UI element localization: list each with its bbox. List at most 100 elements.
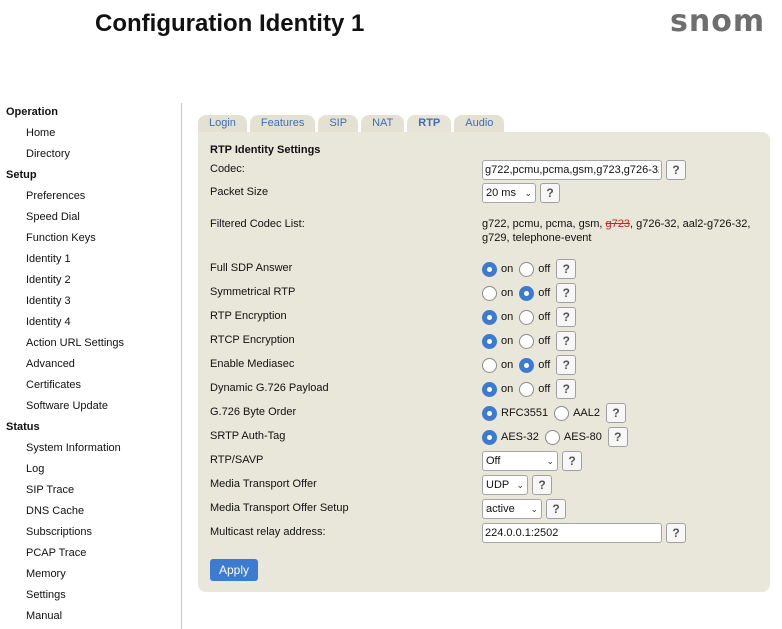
enable-mediasec-radio-2[interactable]: [519, 357, 535, 373]
tab-rtp[interactable]: RTP: [407, 115, 452, 132]
dynamic-g-726-payload-radio-1[interactable]: [482, 381, 497, 397]
packet-size-value: 20 ms: [486, 187, 516, 199]
symmetrical-rtp-radio-2[interactable]: [519, 285, 535, 301]
sidebar-item-action-url-settings[interactable]: Action URL Settings: [26, 337, 125, 349]
symmetrical-rtp-help-button[interactable]: ?: [556, 283, 577, 303]
panel-heading: RTP Identity Settings: [210, 144, 321, 156]
enable-mediasec-radio-1[interactable]: [482, 357, 497, 373]
rtp-savp-value: Off: [486, 455, 501, 467]
sidebar-item-manual[interactable]: Manual: [26, 610, 63, 622]
tab-login[interactable]: Login: [198, 115, 247, 132]
dynamic-g-726-payload-radio-2[interactable]: [519, 381, 535, 397]
tab-features[interactable]: Features: [249, 115, 316, 132]
sidebar-item-software-update[interactable]: Software Update: [26, 400, 108, 412]
rtp-settings-panel: RTP Identity Settings Codec: ? Packet Si…: [198, 132, 770, 592]
packet-size-help-button[interactable]: ?: [540, 183, 560, 203]
rtp-encryption-label: RTP Encryption: [210, 310, 287, 322]
rtp-savp-help-button[interactable]: ?: [562, 451, 582, 471]
media-transport-offer-setup-label: Media Transport Offer Setup: [210, 502, 349, 514]
multicast-label: Multicast relay address:: [210, 526, 326, 538]
sidebar-item-subscriptions[interactable]: Subscriptions: [26, 526, 93, 538]
g-726-byte-order-radio-1[interactable]: [482, 405, 497, 421]
sidebar-item-pcap-trace[interactable]: PCAP Trace: [26, 547, 87, 559]
chevron-down-icon: ⌄: [516, 479, 524, 490]
rtcp-encryption-row: RTCP Encryption on off?: [198, 330, 770, 352]
media-transport-offer-select[interactable]: UDP⌄: [482, 475, 528, 495]
sidebar-item-system-information[interactable]: System Information: [26, 442, 121, 454]
sidebar-item-identity-3[interactable]: Identity 3: [26, 295, 71, 307]
rtp-encryption-option-2-label: off: [538, 311, 551, 323]
filtered-codec-list: g722, pcmu, pcma, gsm, g723, g726-32, aa…: [482, 217, 762, 245]
full-sdp-answer-radio-2[interactable]: [519, 261, 535, 277]
filtered-codec-prefix: g722, pcmu, pcma, gsm,: [482, 218, 606, 230]
g-726-byte-order-option-2-label: AAL2: [573, 407, 600, 419]
media-transport-offer-setup-help-button[interactable]: ?: [546, 499, 566, 519]
rtcp-encryption-option-1-label: on: [501, 335, 514, 347]
sidebar-section-status: Status: [6, 421, 40, 433]
snom-logo: snom: [670, 4, 766, 39]
symmetrical-rtp-option-1-label: on: [501, 287, 514, 299]
sidebar-item-certificates[interactable]: Certificates: [26, 379, 82, 391]
media-transport-offer-setup-value: active: [486, 503, 515, 515]
sidebar-item-settings[interactable]: Settings: [26, 589, 66, 601]
sidebar-item-directory[interactable]: Directory: [26, 148, 71, 160]
packet-size-select[interactable]: 20 ms⌄: [482, 183, 536, 203]
tab-bar: Login Features SIP NAT RTP Audio: [198, 115, 507, 132]
symmetrical-rtp-radio-1[interactable]: [482, 285, 497, 301]
codec-label: Codec:: [210, 163, 245, 175]
sidebar-item-sip-trace[interactable]: SIP Trace: [26, 484, 75, 496]
rtp-encryption-radio-2[interactable]: [519, 309, 535, 325]
rtcp-encryption-radio-1[interactable]: [482, 333, 497, 349]
rtp-savp-label: RTP/SAVP: [210, 454, 264, 466]
sidebar-item-advanced[interactable]: Advanced: [26, 358, 75, 370]
full-sdp-answer-help-button[interactable]: ?: [556, 259, 577, 279]
tab-sip[interactable]: SIP: [318, 115, 359, 132]
sidebar-item-dns-cache[interactable]: DNS Cache: [26, 505, 85, 517]
sidebar-item-identity-1[interactable]: Identity 1: [26, 253, 71, 265]
g-726-byte-order-help-button[interactable]: ?: [606, 403, 626, 423]
dynamic-g-726-payload-help-button[interactable]: ?: [556, 379, 577, 399]
srtp-auth-tag-help-button[interactable]: ?: [607, 427, 628, 447]
sidebar-item-log[interactable]: Log: [26, 463, 45, 475]
codec-help-button[interactable]: ?: [666, 160, 686, 180]
sidebar-item-memory[interactable]: Memory: [26, 568, 66, 580]
sidebar-item-identity-2[interactable]: Identity 2: [26, 274, 71, 286]
sidebar-item-preferences[interactable]: Preferences: [26, 190, 86, 202]
sidebar-item-speed-dial[interactable]: Speed Dial: [26, 211, 80, 223]
rtp-savp-select[interactable]: Off⌄: [482, 451, 558, 471]
srtp-auth-tag-radio-2[interactable]: [544, 429, 560, 445]
media-transport-offer-help-button[interactable]: ?: [532, 475, 552, 495]
packet-size-row: Packet Size 20 ms⌄ ?: [198, 182, 770, 204]
multicast-row: Multicast relay address: ?: [198, 522, 770, 544]
multicast-input[interactable]: [482, 523, 662, 543]
rtp-encryption-help-button[interactable]: ?: [556, 307, 577, 327]
dynamic-g-726-payload-option-1-label: on: [501, 383, 514, 395]
rtcp-encryption-radio-2[interactable]: [519, 333, 535, 349]
full-sdp-answer-option-1-label: on: [501, 263, 514, 275]
sidebar-item-home[interactable]: Home: [26, 127, 56, 139]
multicast-help-button[interactable]: ?: [666, 523, 686, 543]
g-726-byte-order-radio-2[interactable]: [554, 405, 570, 421]
media-transport-offer-label: Media Transport Offer: [210, 478, 317, 490]
rtcp-encryption-option-2-label: off: [538, 335, 551, 347]
srtp-auth-tag-radio-1[interactable]: [482, 429, 497, 445]
tab-nat[interactable]: NAT: [361, 115, 405, 132]
media-transport-offer-setup-select[interactable]: active ⌄: [482, 499, 542, 519]
rtp-savp-row: RTP/SAVP Off⌄ ?: [198, 450, 770, 472]
full-sdp-answer-radio-1[interactable]: [482, 261, 497, 277]
apply-button[interactable]: Apply: [210, 559, 258, 581]
codec-input[interactable]: [482, 160, 662, 180]
rtp-encryption-radio-1[interactable]: [482, 309, 497, 325]
rtcp-encryption-label: RTCP Encryption: [210, 334, 295, 346]
tab-audio[interactable]: Audio: [454, 115, 505, 132]
enable-mediasec-help-button[interactable]: ?: [556, 355, 577, 375]
chevron-down-icon: ⌄: [530, 503, 538, 514]
sidebar-item-identity-4[interactable]: Identity 4: [26, 316, 71, 328]
sidebar-item-function-keys[interactable]: Function Keys: [26, 232, 96, 244]
rtcp-encryption-help-button[interactable]: ?: [556, 331, 577, 351]
